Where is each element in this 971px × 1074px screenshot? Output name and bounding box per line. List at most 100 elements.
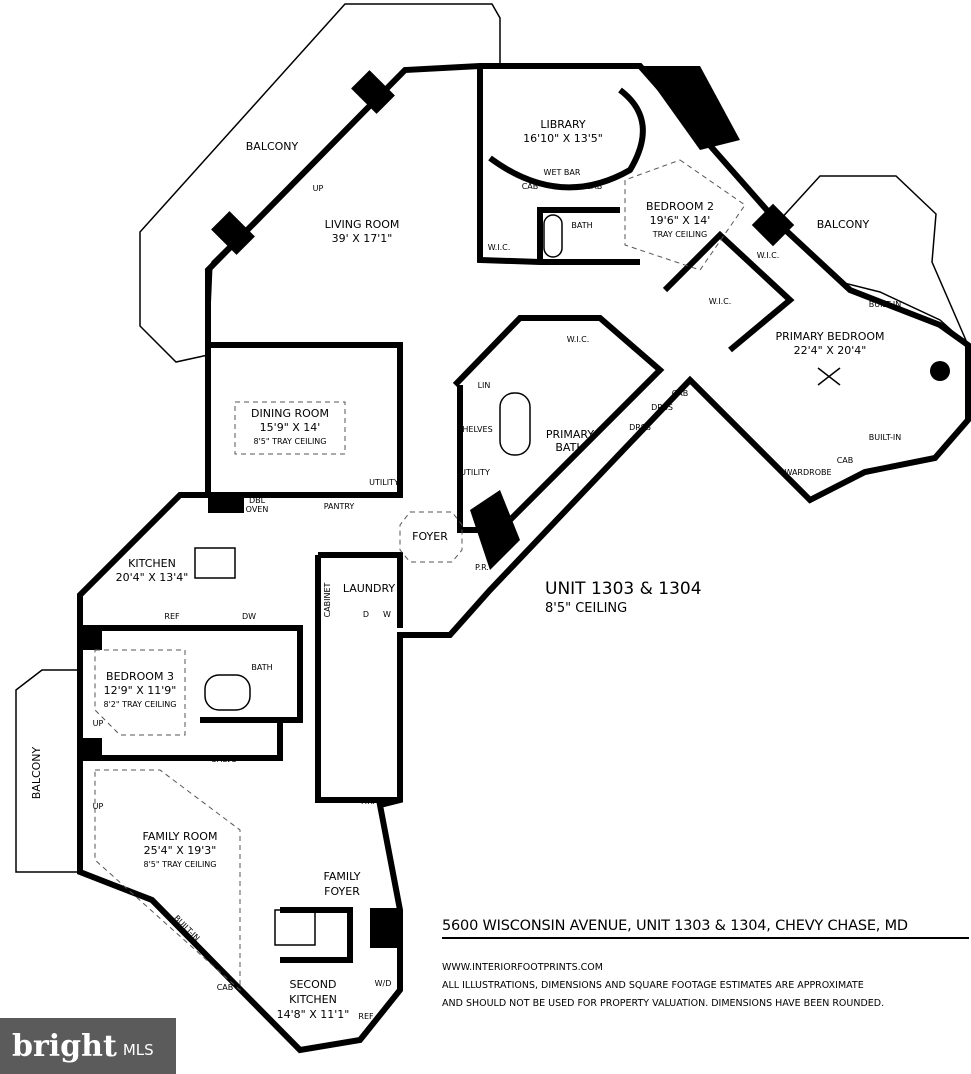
balcony-left-outline: [15, 669, 81, 873]
kitchen-label: KITCHEN: [128, 557, 176, 570]
tray-ceiling-family: [94, 769, 241, 992]
up-label: UP: [93, 802, 104, 811]
column: [351, 70, 395, 114]
wall: [477, 66, 640, 265]
built-in-label: BUILT-IN: [869, 433, 901, 442]
living-room-dims: 39' X 17'1": [332, 232, 393, 245]
balcony-top-label: BALCONY: [246, 140, 299, 153]
lin-label: LIN: [478, 381, 491, 390]
pr-label: P.R.: [475, 563, 489, 572]
primary-bath-label-2: BATH: [555, 441, 584, 454]
bath-label: BATH: [251, 663, 272, 672]
second-kitchen-label-2: KITCHEN: [289, 993, 337, 1006]
dryer-label: D: [363, 610, 369, 619]
column: [211, 211, 255, 255]
balcony-right-outline: [776, 175, 969, 346]
kitchen-island: [194, 547, 236, 579]
washer-label: W: [383, 610, 391, 619]
bright-mls-logo: bright MLS: [0, 1018, 176, 1074]
utility-label: UTILITY: [369, 478, 399, 487]
bathtub: [543, 214, 563, 258]
logo-suffix: MLS: [122, 1041, 154, 1059]
pantry-label: PANTRY: [324, 502, 355, 511]
bedroom2-dims: 19'6" X 14': [650, 214, 711, 227]
wall: [80, 720, 283, 761]
up-label: UP: [93, 719, 104, 728]
cabinet-label: CABINET: [323, 582, 332, 617]
living-room-label: LIVING ROOM: [325, 218, 400, 231]
foyer-octagon: [399, 511, 463, 563]
column: [80, 628, 102, 650]
primary-bedroom-dims: 22'4" X 20'4": [794, 344, 867, 357]
pr-label: P.R.: [361, 797, 375, 806]
dining-room-dims: 15'9" X 14': [260, 421, 321, 434]
column: [80, 738, 102, 760]
bedroom3-note: 8'2" TRAY CEILING: [103, 700, 176, 709]
up-label: UP: [313, 184, 324, 193]
ceiling-fan-icon: [817, 367, 841, 386]
balcony-right-label: BALCONY: [817, 218, 870, 231]
family-foyer-label-2: FOYER: [324, 885, 360, 898]
ref-label: REF: [358, 1012, 374, 1021]
column: [640, 66, 740, 150]
primary-bath-label: PRIMARY: [546, 428, 594, 441]
library-dims: 16'10" X 13'5": [523, 132, 603, 145]
wic-label: W.I.C.: [488, 243, 511, 252]
column: [470, 490, 520, 570]
unit-ceiling: 8'5" CEILING: [545, 601, 627, 616]
wd-label: W/D: [375, 979, 392, 988]
tray-ceiling-bed3: [94, 649, 186, 736]
built-in-label: BUILT-IN: [869, 300, 901, 309]
cab-label: CAB: [672, 389, 689, 398]
balcony-top-outline: [139, 3, 501, 363]
wall: [318, 552, 403, 628]
column: [370, 908, 400, 948]
bathtub: [499, 392, 531, 456]
dining-room-note: 8'5" TRAY CEILING: [253, 437, 326, 446]
dress-label: DRSS: [651, 403, 673, 412]
library-shelves-arc: [488, 87, 646, 191]
family-room-label: FAMILY ROOM: [143, 830, 218, 843]
wall: [537, 207, 620, 262]
library-label: LIBRARY: [540, 118, 586, 131]
shlvs-label: SHLVS: [211, 755, 236, 764]
balcony-left-label: BALCONY: [30, 746, 43, 799]
wic-label: W.I.C.: [709, 297, 732, 306]
second-kitchen-label: SECOND: [290, 978, 337, 991]
fireplace: [274, 909, 316, 946]
primary-bedroom-label: PRIMARY BEDROOM: [775, 330, 884, 343]
laundry-label: LAUNDRY: [343, 582, 396, 595]
address-title: 5600 WISCONSIN AVENUE, UNIT 1303 & 1304,…: [442, 918, 969, 939]
tray-ceiling-bed2: [624, 159, 746, 271]
bedroom3-label: BEDROOM 3: [106, 670, 174, 683]
shelves-label: SHELVES: [457, 425, 492, 434]
wet-bar-label: WET BAR: [544, 168, 581, 177]
wall: [80, 625, 303, 723]
dbl-oven-label-2: OVEN: [246, 505, 269, 514]
logo-brand: bright: [12, 1028, 117, 1064]
family-room-dims: 25'4" X 19'3": [144, 844, 217, 857]
cab-label: CAB: [522, 182, 539, 191]
cab-label: CAB: [217, 983, 234, 992]
utility-label: UTILITY: [460, 468, 490, 477]
website-text: WWW.INTERIORFOOTPRINTS.COM: [442, 962, 603, 973]
wic-label: W.I.C.: [757, 251, 780, 260]
wall: [208, 342, 403, 498]
foyer-label: FOYER: [412, 530, 448, 543]
wardrobe-label: WARDROBE: [784, 468, 831, 477]
second-kitchen-dims: 14'8" X 11'1": [277, 1008, 350, 1021]
dw-label: DW: [242, 612, 256, 621]
tray-ceiling-dining: [234, 401, 346, 455]
wall: [662, 230, 795, 353]
outer-wall: [77, 63, 971, 1054]
cab-label: CAB: [837, 456, 854, 465]
column: [208, 495, 244, 513]
bath-label: BATH: [571, 221, 592, 230]
wall: [315, 555, 400, 803]
bathtub: [204, 674, 251, 711]
family-room-note: 8'5" TRAY CEILING: [143, 860, 216, 869]
family-foyer-label: FAMILY: [324, 870, 361, 883]
disclaimer-line-1: ALL ILLUSTRATIONS, DIMENSIONS AND SQUARE…: [442, 980, 864, 991]
dbl-oven-label: DBL: [249, 496, 266, 505]
